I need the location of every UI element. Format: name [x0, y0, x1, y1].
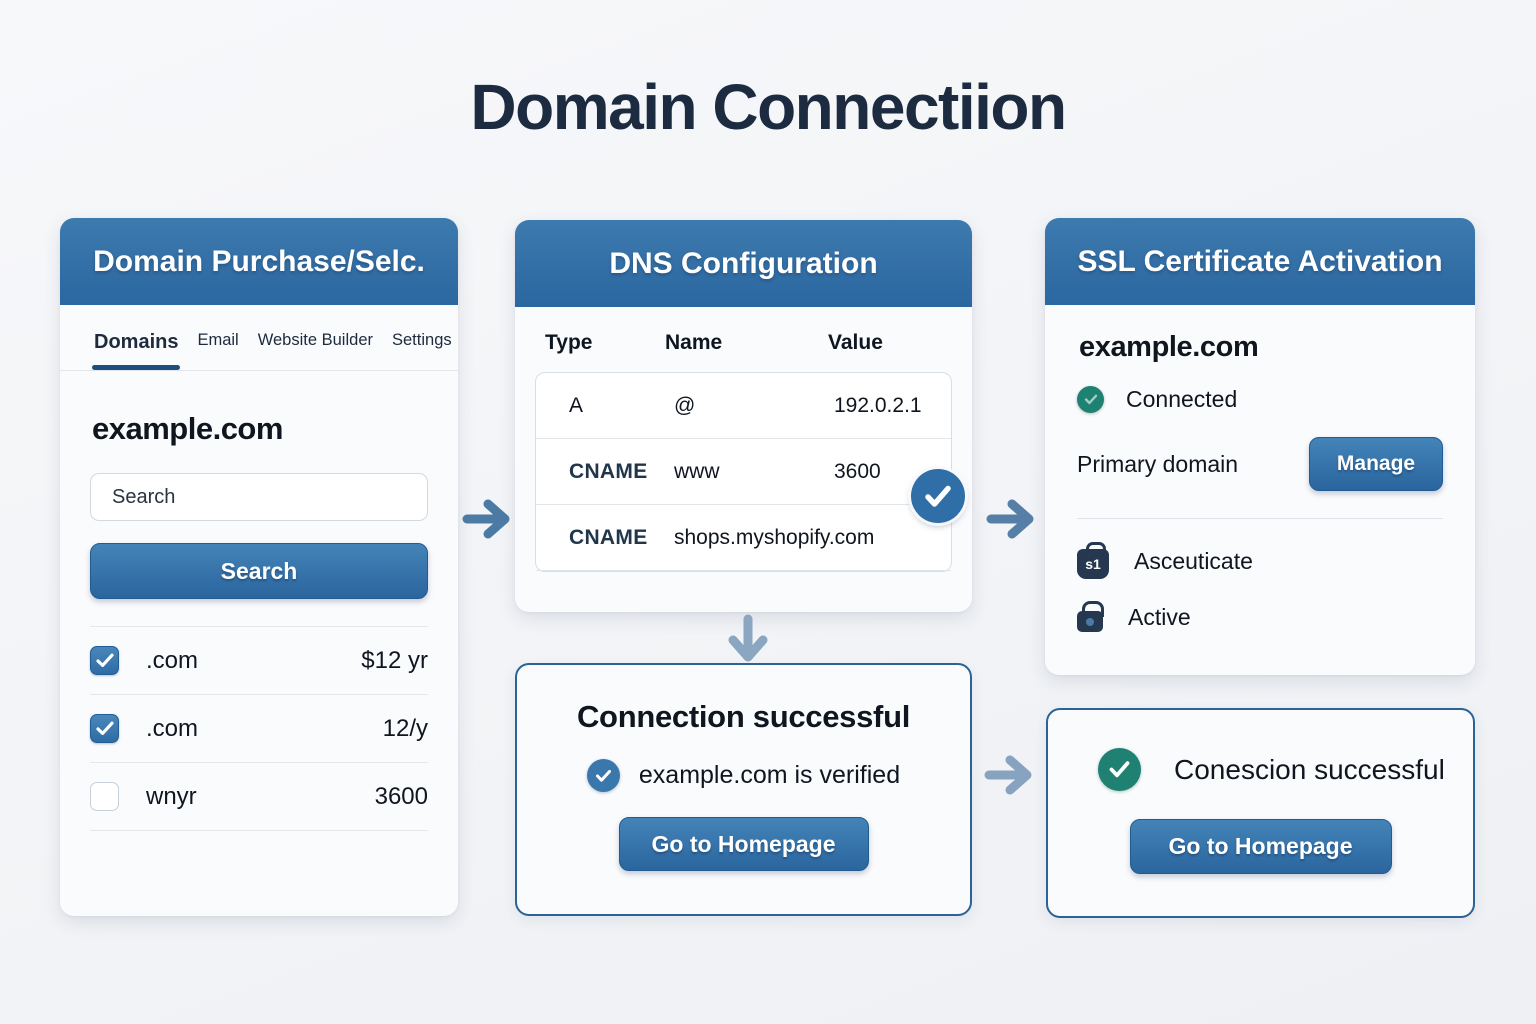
domain-result-list: .com $12 yr .com 12/y wnyr 3600 [90, 626, 428, 831]
dns-col-name: Name [665, 331, 828, 355]
tab-settings[interactable]: Settings [392, 331, 452, 370]
dns-record-value: 192.0.2.1 [834, 394, 951, 418]
tab-website-builder[interactable]: Website Builder [258, 331, 373, 370]
dns-configuration-panel: DNS Configuration Type Name Value A @ 19… [515, 220, 972, 612]
dns-configuration-header: DNS Configuration [515, 220, 972, 307]
arrow-down-icon [725, 614, 771, 664]
list-item: .com 12/y [90, 695, 428, 763]
domain-purchase-header: Domain Purchase/Selc. [60, 218, 458, 305]
conescion-successful-card: Conescion successful Go to Homepage [1046, 708, 1475, 918]
domain-item-price: 12/y [383, 715, 428, 743]
checkbox-unchecked-icon[interactable] [90, 782, 119, 811]
dns-col-type: Type [545, 331, 665, 355]
ssl-status-row: Connected [1077, 386, 1443, 413]
verified-check-icon [587, 759, 620, 792]
dns-col-value: Value [828, 331, 972, 355]
arrow-right-icon [462, 496, 514, 542]
success-row: Conescion successful [1098, 748, 1473, 791]
domain-panel-body: example.com Search .com $12 yr .com 12/y… [60, 371, 458, 831]
domain-item-price: 3600 [375, 783, 428, 811]
ssl-divider [1077, 518, 1443, 519]
dns-record-type: CNAME [569, 526, 674, 550]
ssl-domain-name: example.com [1079, 331, 1443, 364]
ssl-active-label: Active [1128, 604, 1191, 631]
domain-item-label: .com [146, 715, 198, 743]
connection-successful-title: Connection successful [517, 699, 970, 735]
domain-item-price: $12 yr [361, 647, 428, 675]
checkbox-checked-icon[interactable] [90, 714, 119, 743]
domain-purchase-panel: Domain Purchase/Selc. Domains Email Webs… [60, 218, 458, 916]
domain-name-heading: example.com [92, 411, 428, 447]
success-check-icon [1098, 748, 1141, 791]
page-title: Domain Connectiion [0, 70, 1536, 144]
dns-record-name: @ [674, 394, 834, 418]
shopping-bag-icon: s1 [1077, 549, 1109, 579]
dns-records-table: A @ 192.0.2.1 CNAME www 3600 CNAME shops… [535, 372, 952, 572]
tab-domains[interactable]: Domains [94, 331, 178, 370]
verified-text: example.com is verified [639, 761, 900, 790]
dns-record-name: shops.myshopify.com [674, 526, 834, 550]
domain-search-input[interactable] [90, 473, 428, 521]
dns-record-type: CNAME [569, 460, 674, 484]
search-button[interactable]: Search [90, 543, 428, 599]
primary-domain-row: Primary domain Manage [1077, 437, 1443, 491]
connected-check-icon [1077, 386, 1104, 413]
arrow-right-icon [986, 496, 1038, 542]
go-to-homepage-button[interactable]: Go to Homepage [619, 817, 869, 871]
table-row: CNAME www 3600 [536, 439, 951, 505]
table-row: CNAME shops.myshopify.com [536, 505, 951, 571]
ssl-certificate-row: s1 Asceuticate [1077, 543, 1443, 579]
primary-domain-label: Primary domain [1077, 451, 1238, 478]
domain-tabs: Domains Email Website Builder Settings [60, 305, 458, 371]
manage-button[interactable]: Manage [1309, 437, 1443, 491]
arrow-right-icon [984, 752, 1036, 798]
ssl-activation-header: SSL Certificate Activation [1045, 218, 1475, 305]
ssl-activation-panel: SSL Certificate Activation example.com C… [1045, 218, 1475, 675]
list-item: wnyr 3600 [90, 763, 428, 831]
success-title: Conescion successful [1174, 754, 1445, 786]
table-row: A @ 192.0.2.1 [536, 373, 951, 439]
dns-record-name: www [674, 460, 834, 484]
bag-icon-text: s1 [1085, 556, 1101, 572]
domain-item-label: .com [146, 647, 198, 675]
connection-successful-card: Connection successful example.com is ver… [515, 663, 972, 916]
dns-verified-check-icon [911, 469, 965, 523]
domain-item-label: wnyr [146, 783, 197, 811]
checkbox-checked-icon[interactable] [90, 646, 119, 675]
lock-icon [1077, 611, 1103, 632]
ssl-certificate-label: Asceuticate [1134, 548, 1253, 575]
list-item: .com $12 yr [90, 627, 428, 695]
dns-column-headers: Type Name Value [515, 307, 972, 355]
tab-email[interactable]: Email [197, 331, 238, 370]
ssl-active-row: Active [1077, 603, 1443, 632]
ssl-panel-body: example.com Connected Primary domain Man… [1045, 305, 1475, 632]
ssl-status-label: Connected [1126, 386, 1237, 413]
dns-record-type: A [569, 394, 674, 418]
go-to-homepage-button[interactable]: Go to Homepage [1130, 819, 1392, 874]
verified-row: example.com is verified [517, 759, 970, 792]
